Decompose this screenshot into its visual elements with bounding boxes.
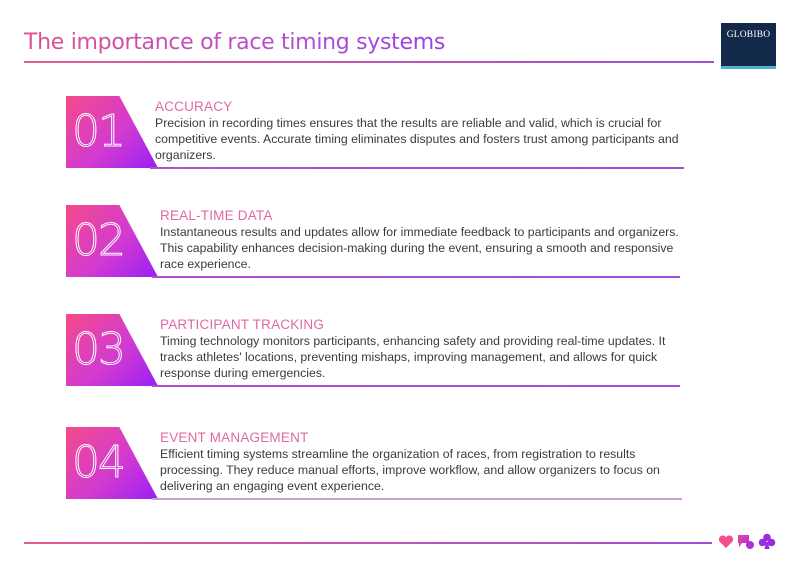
item-number: 03 xyxy=(72,324,127,376)
list-item-real-time-data: 02 REAL-TIME DATA Instantaneous results … xyxy=(66,205,686,285)
globibo-logo: GLOBIBO xyxy=(721,23,776,69)
item-description: Precision in recording times ensures tha… xyxy=(155,116,679,162)
logo-text: GLOBIBO xyxy=(726,30,771,40)
item-heading: REAL-TIME DATA xyxy=(160,208,273,223)
item-heading: PARTICIPANT TRACKING xyxy=(160,317,325,332)
item-underline xyxy=(152,276,680,278)
list-item-event-management: 04 EVENT MANAGEMENT Efficient timing sys… xyxy=(66,427,686,507)
heart-icon xyxy=(718,534,734,548)
chat-bubble-icon xyxy=(738,534,754,549)
item-underline xyxy=(152,385,680,387)
club-icon xyxy=(758,533,776,549)
item-heading: ACCURACY xyxy=(155,99,233,114)
footer-divider xyxy=(24,542,712,544)
item-description: Instantaneous results and updates allow … xyxy=(160,225,679,271)
item-description: Efficient timing systems streamline the … xyxy=(160,447,660,493)
item-number: 04 xyxy=(72,437,127,489)
page-title: The importance of race timing systems xyxy=(24,30,446,55)
item-underline xyxy=(152,498,682,500)
item-number: 01 xyxy=(72,106,127,158)
item-number: 02 xyxy=(72,215,127,267)
footer-icons xyxy=(718,533,776,550)
title-divider xyxy=(24,61,714,63)
item-heading: EVENT MANAGEMENT xyxy=(160,430,309,445)
item-description: Timing technology monitors participants,… xyxy=(160,334,666,380)
list-item-accuracy: 01 ACCURACY Precision in recording times… xyxy=(66,96,686,176)
item-underline xyxy=(150,167,684,169)
list-item-participant-tracking: 03 PARTICIPANT TRACKING Timing technolog… xyxy=(66,314,686,394)
